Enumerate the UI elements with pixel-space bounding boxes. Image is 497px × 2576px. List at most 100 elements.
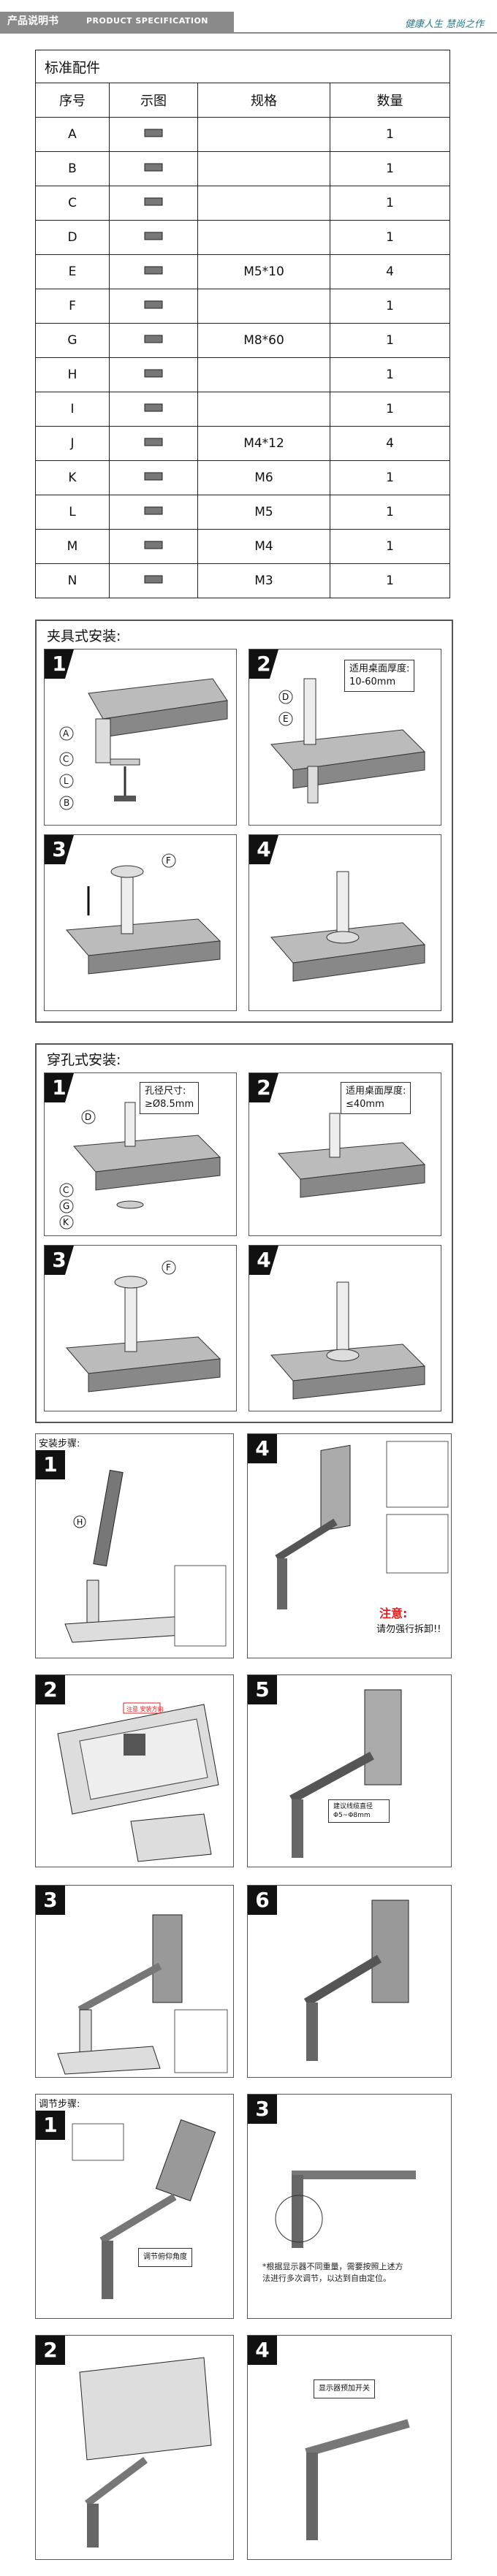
clamp-step-2: 2 适用桌面厚度:10-60mm D E (248, 649, 441, 826)
mount-step-3-illustration (57, 1914, 228, 2075)
mount-step-4-illustration (275, 1441, 449, 1609)
part-qty: 1 (330, 186, 450, 221)
col-header-qty: 数量 (330, 83, 450, 118)
col-header-image: 示图 (109, 83, 198, 118)
svg-text:G: G (63, 1201, 69, 1211)
part-spec: M4*12 (197, 426, 330, 461)
step-number: 6 (248, 1886, 277, 1915)
page-header: 产品说明书 PRODUCT SPECIFICATION 健康人生 慧尚之作 (0, 0, 497, 34)
adjust-step-3-illustration (275, 2171, 416, 2248)
part-spec: M6 (197, 460, 330, 495)
part-qty: 1 (330, 357, 450, 392)
clamp-step-1-illustration: A C L B (59, 678, 228, 810)
grommet-install-title: 穿孔式安装: (47, 1052, 121, 1068)
part-spec: M5*10 (197, 254, 330, 289)
step-number: 3 (36, 1886, 65, 1915)
svg-text:B: B (64, 798, 69, 808)
part-qty: 1 (330, 220, 450, 255)
step-number: 5 (248, 1675, 277, 1704)
step-number: 1 (36, 1450, 65, 1479)
part-qty: 1 (330, 460, 450, 495)
part-spec: M3 (197, 563, 330, 598)
part-qty: 1 (330, 117, 450, 152)
part-spec: M5 (197, 495, 330, 530)
svg-text:F: F (166, 1262, 171, 1273)
part-id: N (35, 563, 110, 598)
col-header-id: 序号 (35, 83, 110, 118)
grommet-step-2: 2 适用桌面厚度:≤40mm (248, 1072, 441, 1236)
part-id: E (35, 254, 110, 289)
clamp-step-1: 1 A C L B (44, 649, 237, 826)
grommet-install-section: 穿孔式安装: 1 孔径尺寸:≥Ø8.5mm D C G K 2 适用桌面厚度:≤… (35, 1043, 453, 1423)
svg-text:C: C (63, 1185, 69, 1195)
header-title-en: PRODUCT SPECIFICATION (86, 16, 209, 26)
desk-thickness-value: 10-60mm (349, 677, 396, 687)
header-slogan: 健康人生 慧尚之作 (404, 19, 484, 30)
part-id: J (35, 426, 110, 461)
part-id: M (35, 529, 110, 564)
adjust-step-2: 2 (35, 2335, 234, 2560)
grommet-thickness-value: ≤40mm (346, 1099, 384, 1110)
warning-text: 请勿强行拆卸!! (376, 1624, 441, 1635)
part-qty: 4 (330, 254, 450, 289)
grommet-step-4: 4 (248, 1245, 441, 1411)
grommet-step-4-illustration (270, 1281, 426, 1400)
svg-text:E: E (283, 714, 289, 724)
small-screw-icon (132, 430, 175, 454)
svg-text:D: D (282, 692, 289, 702)
clamp-step-2-illustration: D E (270, 678, 426, 804)
part-id: I (35, 392, 110, 427)
step-number: 4 (248, 2336, 277, 2365)
grommet-step-3: 3 F (44, 1245, 237, 1411)
svg-text:C: C (63, 754, 69, 764)
cable-note: 建议线缆直径Φ5~Φ8mm (328, 1799, 390, 1823)
grommet-step-2-illustration (277, 1113, 426, 1198)
hex-key-icon (132, 567, 175, 592)
step-number: 2 (36, 2336, 65, 2365)
hex-key-icon (132, 464, 175, 489)
desk-thickness-label: 适用桌面厚度: (349, 663, 410, 674)
part-spec: M8*60 (197, 323, 330, 358)
mount-step-1-illustration: H (64, 1469, 227, 1647)
mount-step-5: 5 建议线缆直径Φ5~Φ8mm (247, 1674, 452, 1867)
part-qty: 1 (330, 563, 450, 598)
part-id: H (35, 357, 110, 392)
part-id: K (35, 460, 110, 495)
hole-size-callout: 孔径尺寸:≥Ø8.5mm (140, 1082, 200, 1114)
part-qty: 1 (330, 495, 450, 530)
label-a: A (63, 728, 69, 739)
adjust-step-4-illustration (305, 2419, 410, 2540)
mount-step-2-illustration: 注意 安装方向 (57, 1702, 219, 1862)
adjust-step-1-illustration (72, 2119, 216, 2299)
part-id: G (35, 323, 110, 358)
mount-step-5-illustration (289, 1689, 402, 1858)
svg-text:L: L (64, 776, 69, 786)
vesa-plate-icon (132, 361, 175, 386)
part-id: L (35, 495, 110, 530)
part-spec (197, 151, 330, 186)
warning-title: 注意: (379, 1607, 408, 1620)
part-qty: 1 (330, 289, 450, 324)
part-spec (197, 289, 330, 324)
washer-icon (132, 189, 175, 214)
mount-steps-title: 安装步骤: (39, 1438, 80, 1449)
hole-size-value: ≥Ø8.5mm (145, 1099, 194, 1110)
grommet-thickness-callout: 适用桌面厚度:≤40mm (341, 1082, 411, 1114)
hex-key-icon (132, 533, 175, 557)
part-id: F (35, 289, 110, 324)
mount-step-4: 4 注意: 请勿强行拆卸!! (247, 1433, 452, 1658)
step-number: 4 (249, 835, 278, 864)
part-spec (197, 220, 330, 255)
svg-text:K: K (63, 1217, 69, 1227)
part-spec: M4 (197, 529, 330, 564)
clamp-install-title: 夹具式安装: (47, 628, 121, 644)
mount-step-6: 6 (247, 1885, 452, 2078)
